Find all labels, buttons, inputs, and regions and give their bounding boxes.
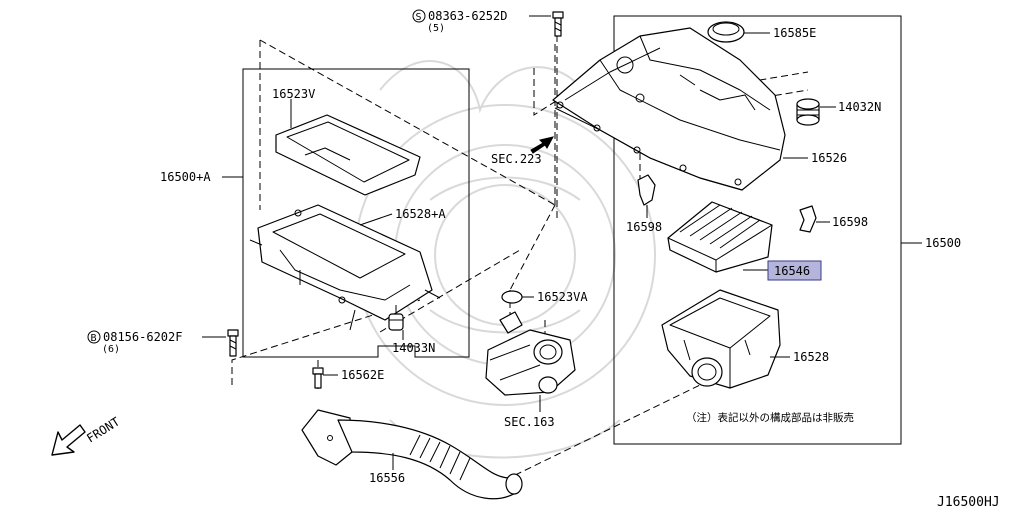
label-08363-qty: (5) — [427, 23, 445, 34]
plug-14032n[interactable] — [796, 98, 820, 126]
sub-assembly-frame — [242, 68, 470, 358]
label-16528a[interactable]: 16528+A — [395, 207, 446, 221]
label-16556[interactable]: 16556 — [369, 471, 405, 485]
leader-16528a — [359, 213, 393, 226]
label-14032n[interactable]: 14032N — [838, 100, 881, 114]
label-16500a[interactable]: 16500+A — [160, 170, 211, 184]
label-sec223[interactable]: SEC.223 — [491, 152, 542, 166]
bolt-b-prefix: B — [91, 333, 97, 344]
label-08156-6202f[interactable]: 08156-6202F — [103, 330, 182, 344]
duct-16556[interactable] — [301, 409, 523, 500]
sec223-arrow-icon — [530, 136, 554, 154]
bolt-16562e[interactable] — [312, 367, 324, 389]
bolt-b-circle — [87, 330, 101, 344]
label-14033n[interactable]: 14033N — [392, 341, 435, 355]
front-arrow-icon — [51, 424, 86, 456]
filter-highlight — [767, 260, 822, 281]
label-16528[interactable]: 16528 — [793, 350, 829, 364]
upper-case-16526[interactable] — [552, 27, 786, 191]
label-08363-6252d[interactable]: 08363-6252D — [428, 9, 507, 23]
label-16598-left[interactable]: 16598 — [626, 220, 662, 234]
lower-case-16528[interactable] — [661, 289, 781, 389]
label-16523va[interactable]: 16523VA — [537, 290, 588, 304]
label-08156-qty: (6) — [102, 344, 120, 355]
bolt-08363-6252d[interactable] — [552, 11, 564, 37]
assembly-16500-frame — [613, 15, 902, 445]
label-sec163[interactable]: SEC.163 — [504, 415, 555, 429]
label-16523v[interactable]: 16523V — [272, 87, 315, 101]
front-label: FRONT — [84, 415, 122, 446]
seal-16523va[interactable] — [501, 290, 523, 304]
label-16526[interactable]: 16526 — [811, 151, 847, 165]
label-16598-right[interactable]: 16598 — [832, 215, 868, 229]
bolt-s-prefix: S — [416, 12, 422, 23]
mount-14033n[interactable] — [388, 305, 404, 331]
filter-16546[interactable] — [667, 201, 773, 273]
throttle-body-sec163[interactable] — [485, 311, 576, 396]
lower-case-16528a[interactable] — [249, 204, 441, 331]
clip-16598-left[interactable] — [637, 174, 656, 206]
bolt-s-circle — [412, 9, 426, 23]
cap-16585e[interactable] — [707, 21, 745, 43]
gasket-16523v[interactable] — [275, 114, 421, 196]
label-16562e[interactable]: 16562E — [341, 368, 384, 382]
bolt-08156-6202f[interactable] — [227, 329, 239, 357]
label-16585e[interactable]: 16585E — [773, 26, 816, 40]
label-16500[interactable]: 16500 — [925, 236, 961, 250]
label-16546[interactable]: 16546 — [774, 264, 810, 278]
note-text: （注）表記以外の構成部品は非販売 — [686, 411, 854, 424]
diagram-code: J16500HJ — [937, 495, 1000, 510]
clip-16598-right[interactable] — [799, 205, 817, 233]
